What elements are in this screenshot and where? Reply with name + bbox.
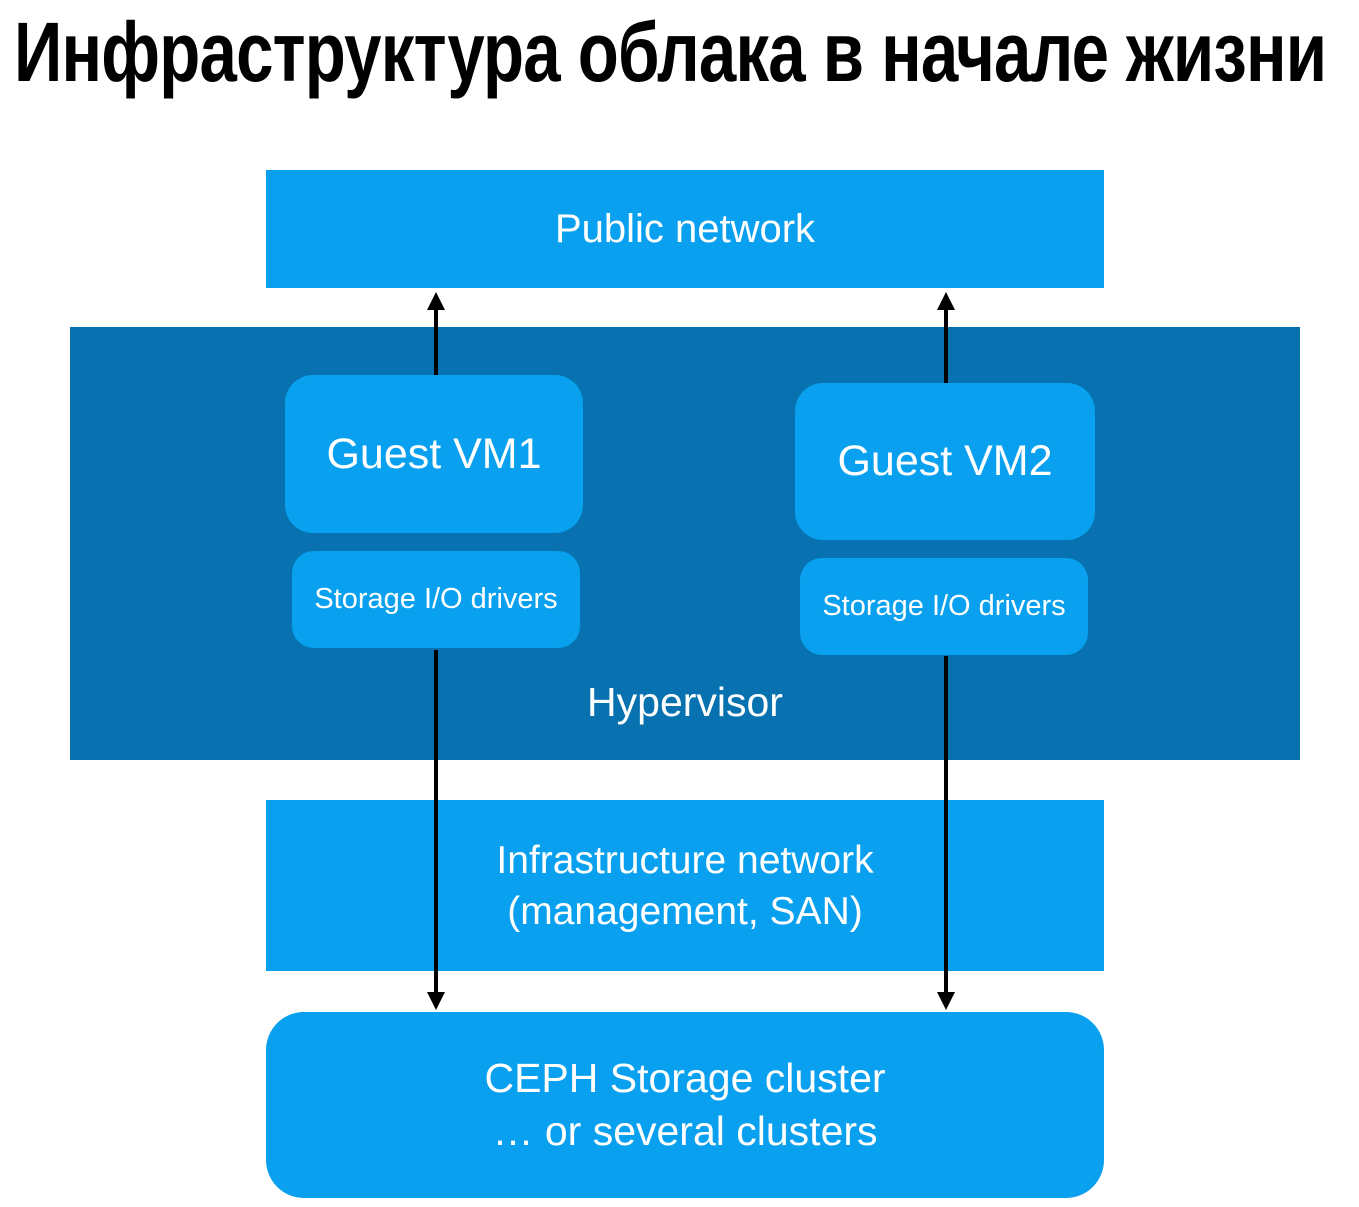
public-network-label: Public network [554, 206, 816, 251]
guest-vm2-box: Guest VM2 [795, 383, 1095, 540]
arrow-stem [434, 650, 438, 996]
infrastructure-network-label-line2: (management, SAN) [507, 889, 863, 933]
arrowhead-down-icon [937, 992, 955, 1010]
guest-vm1-label: Guest VM1 [326, 429, 542, 478]
storage-io-drivers-vm2-label: Storage I/O drivers [822, 590, 1066, 622]
arrowhead-up-icon [937, 292, 955, 310]
arrow-guest-vm2-to-public-network [937, 292, 955, 383]
infrastructure-network-label-line1: Infrastructure network [496, 838, 874, 882]
ceph-storage-cluster-box: CEPH Storage cluster … or several cluste… [266, 1012, 1104, 1198]
arrowhead-up-icon [427, 292, 445, 310]
ceph-storage-cluster-label-line1: CEPH Storage cluster [484, 1055, 886, 1101]
public-network-box: Public network [266, 170, 1104, 288]
ceph-storage-cluster-label-line2: … or several clusters [492, 1108, 878, 1154]
hypervisor-box: Hypervisor [70, 327, 1300, 760]
arrow-storage-io-vm1-to-ceph [427, 650, 445, 1010]
arrow-stem [944, 306, 948, 383]
storage-io-drivers-vm1-box: Storage I/O drivers [292, 551, 580, 648]
arrowhead-down-icon [427, 992, 445, 1010]
slide-title: Инфраструктура облака в начале жизни [14, 5, 1327, 99]
arrow-storage-io-vm2-to-ceph [937, 656, 955, 1010]
guest-vm1-box: Guest VM1 [285, 375, 583, 533]
storage-io-drivers-vm1-label: Storage I/O drivers [314, 583, 558, 615]
guest-vm2-label: Guest VM2 [837, 437, 1053, 485]
hypervisor-label: Hypervisor [587, 679, 783, 725]
arrow-stem [434, 306, 438, 375]
arrow-guest-vm1-to-public-network [427, 292, 445, 375]
infrastructure-network-box: Infrastructure network (management, SAN) [266, 800, 1104, 971]
arrow-stem [944, 656, 948, 996]
storage-io-drivers-vm2-box: Storage I/O drivers [800, 558, 1088, 655]
